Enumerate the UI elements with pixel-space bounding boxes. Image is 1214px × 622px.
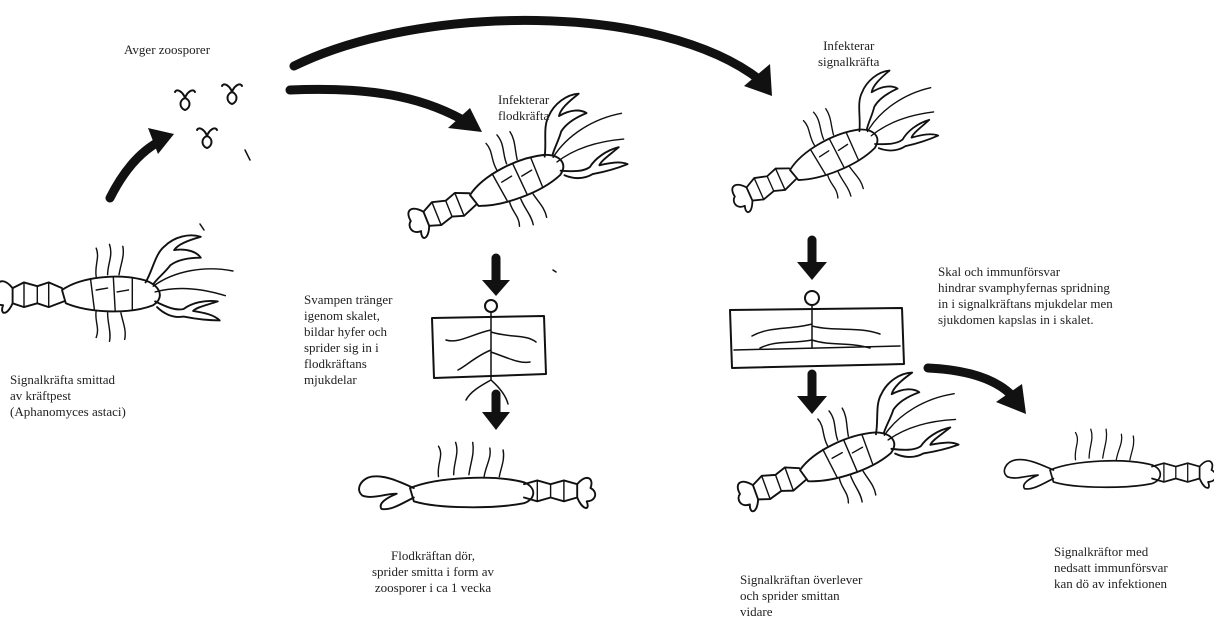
label-infects-signal: Infekterar signalkräfta — [818, 38, 879, 70]
zoospore — [175, 90, 195, 110]
arrow-release-zoospores — [110, 140, 162, 198]
shell-section-noble — [432, 300, 546, 404]
arrow-spread-to-noble — [290, 89, 470, 124]
noble-crayfish-dead — [359, 442, 595, 509]
label-signal-infected: Signalkräfta smittad av kräftpest (Aphan… — [10, 372, 126, 420]
label-reduced-immune: Signalkräftor med nedsatt immunförsvar k… — [1054, 544, 1168, 592]
label-noble-dies: Flodkräftan dör, sprider smitta i form a… — [372, 548, 494, 596]
zoospore — [197, 128, 217, 148]
zoospore — [222, 84, 242, 104]
label-infects-noble: Infekterar flodkräfta — [498, 92, 549, 124]
signal-crayfish-dead — [1004, 429, 1214, 489]
label-shell-immune: Skal och immunförsvar hindrar svamphyfer… — [938, 264, 1113, 328]
label-zoospores: Avger zoosporer — [124, 42, 210, 58]
arrow-spread-to-signal — [294, 20, 760, 80]
label-signal-survives: Signalkräftan överlever och sprider smit… — [740, 572, 862, 620]
signal-crayfish-infected — [0, 235, 233, 341]
shell-section-signal — [730, 291, 904, 368]
arrow-to-reduced-immune — [928, 368, 1016, 400]
signal-crayfish-surviving — [718, 360, 979, 541]
label-fungus-penetrates: Svampen tränger igenom skalet, bildar hy… — [304, 292, 392, 388]
